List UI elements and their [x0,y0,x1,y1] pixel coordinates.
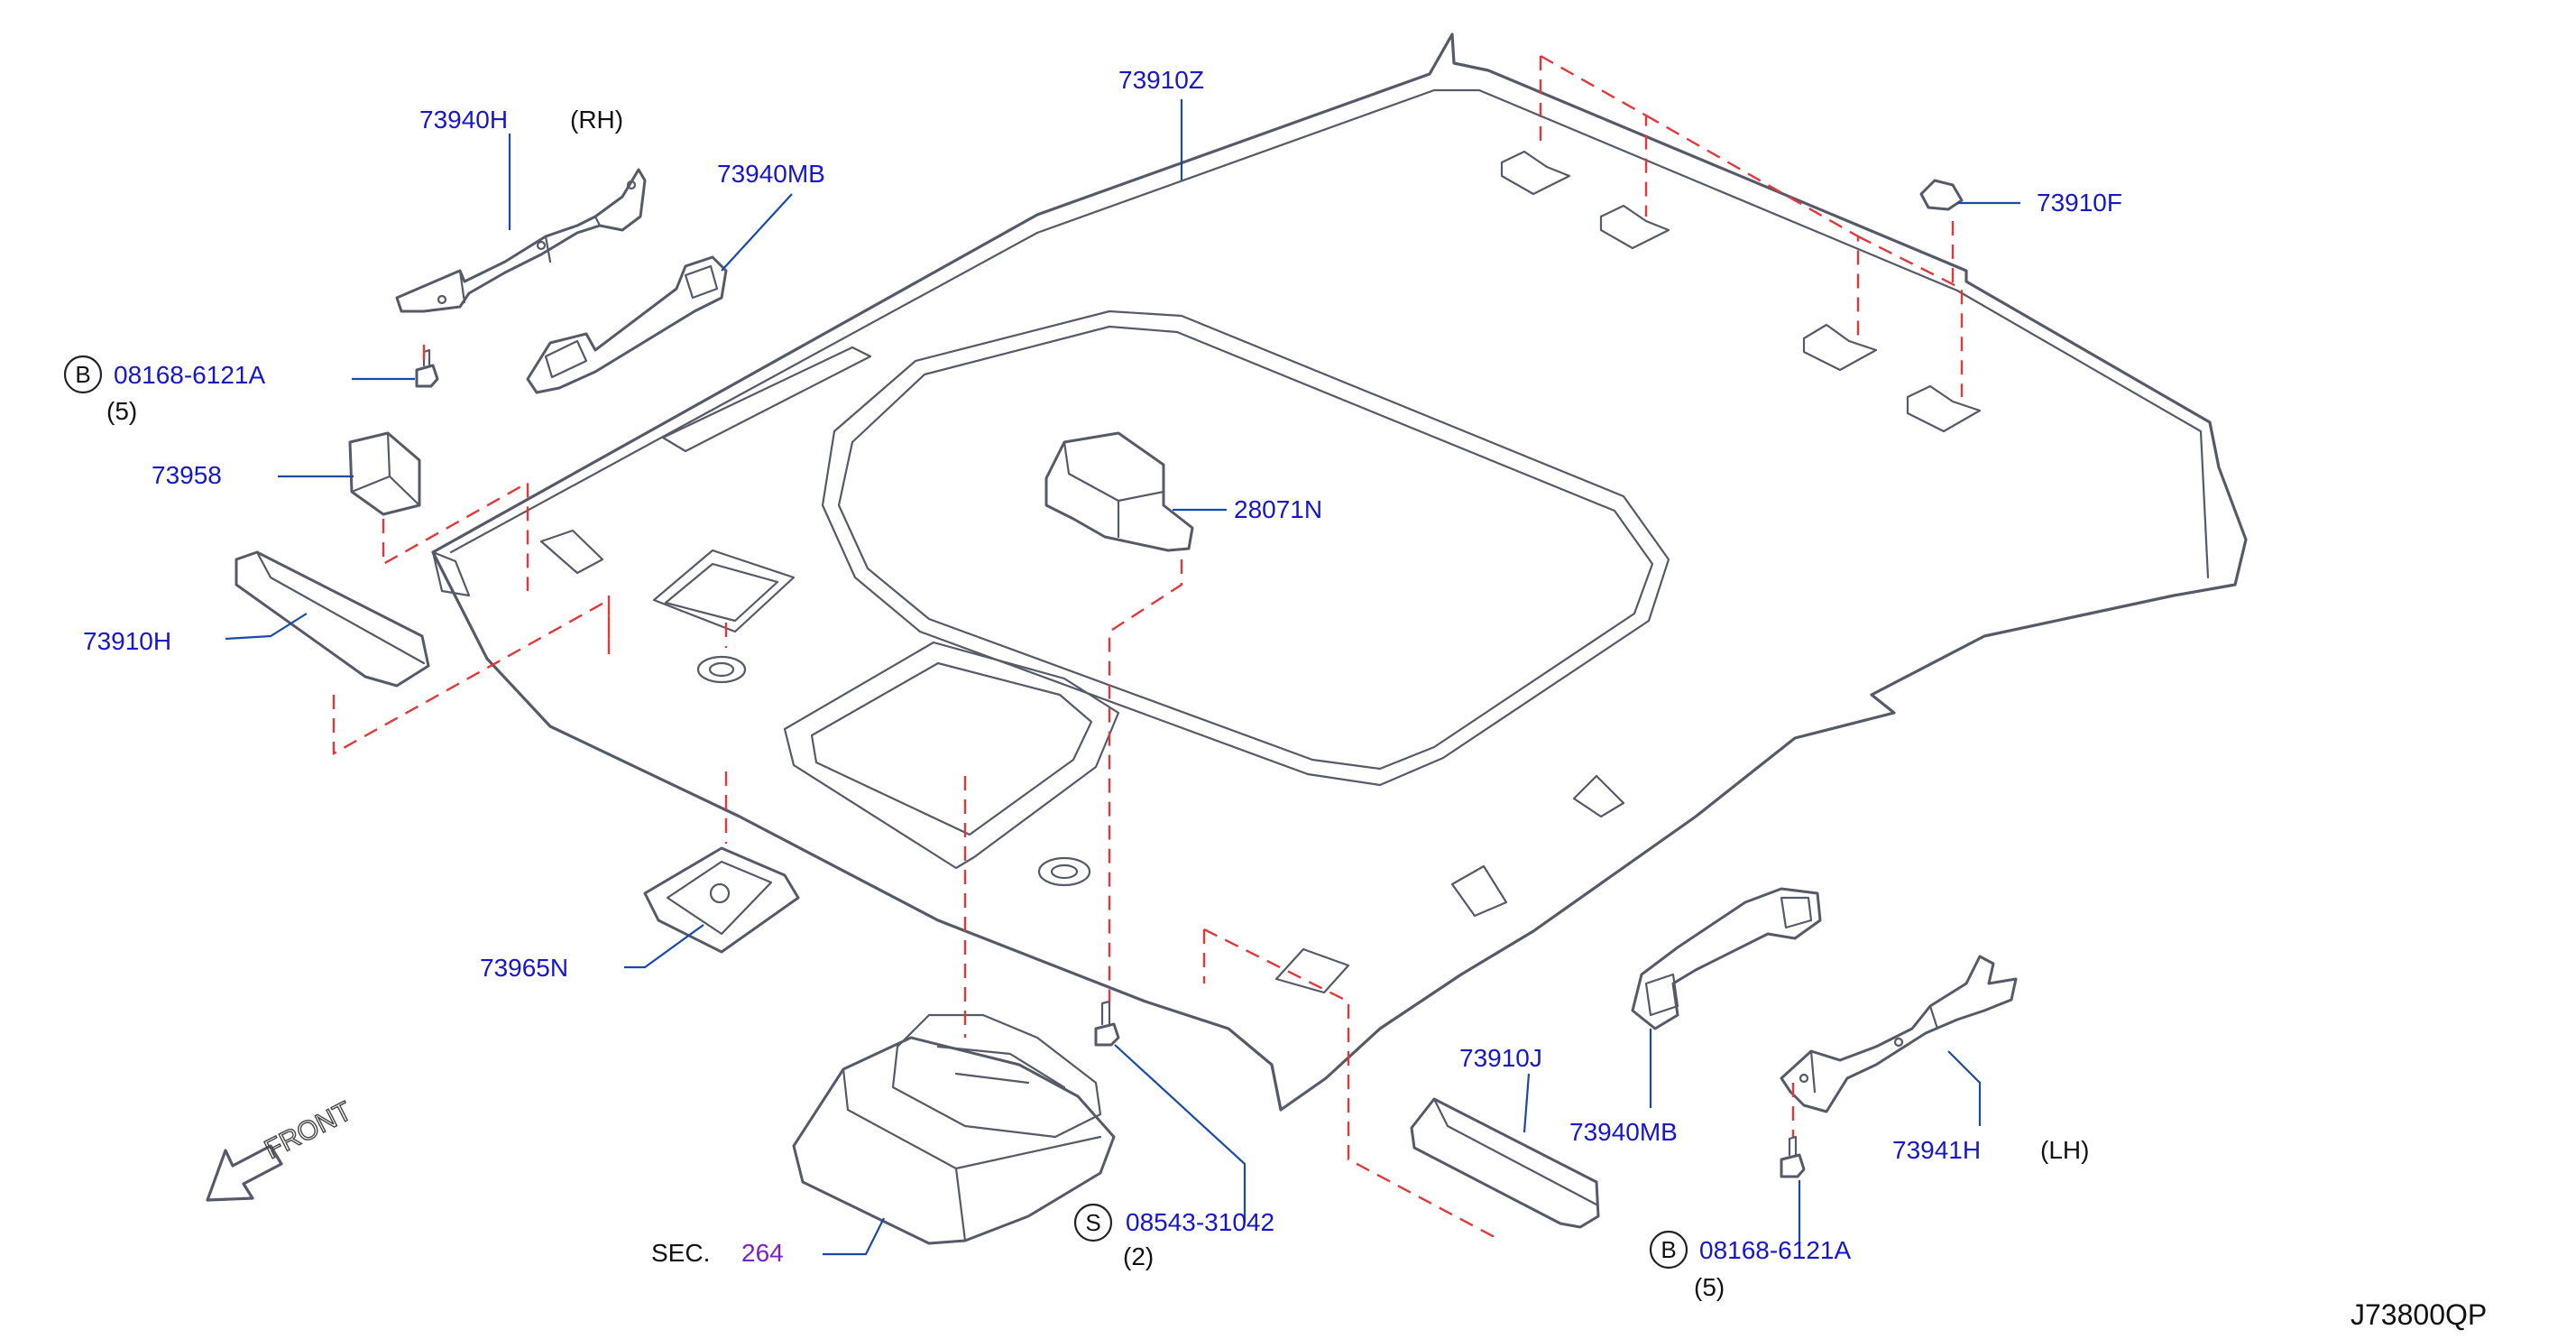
symbol-b-rh: B [75,361,90,388]
assembly-lines [332,54,1964,1245]
symbol-s: S [1085,1209,1100,1236]
label-cover: 73965N [480,954,568,982]
label-handle-bracket-lh: 73941H [1892,1136,1981,1164]
label-clip: 73910F [2037,189,2122,217]
label-pad-lh: 73910J [1459,1044,1542,1072]
label-bolt-lh: 08168-6121A [1699,1236,1851,1264]
label-spacer: 73958 [152,461,222,489]
bolt-rh-callout: B 08168-6121A (5) [63,355,265,425]
spacer [348,431,421,516]
sensor [1044,431,1194,552]
pad-rh [235,550,430,688]
screw-callout: S 08543-31042 (2) [1073,1203,1274,1270]
label-assist-grip-lh: 73940MB [1569,1118,1678,1146]
front-arrow: FRONT [206,1095,357,1202]
bolt-lh-callout: B 08168-6121A (5) [1649,1230,1851,1301]
cover [643,846,800,954]
handle-bracket-rh [395,168,647,313]
diagram-code: J73800QP [2351,1298,2487,1331]
label-assist-grip-rh: 73940MB [717,160,825,188]
overhead-console [792,1013,1116,1245]
label-bolt-rh-qty: (5) [106,397,137,425]
pad-lh [1410,1097,1600,1229]
label-rh: (RH) [570,106,623,134]
assist-grip-lh [1631,887,1822,1030]
front-label: FRONT [260,1096,356,1165]
label-screw: 08543-31042 [1126,1208,1274,1236]
symbol-b-circle-lh [1649,1230,1688,1270]
handle-bracket-lh [1780,955,2018,1113]
label-screw-qty: (2) [1123,1242,1154,1270]
screw [1094,1000,1120,1047]
label-sensor: 28071N [1234,495,1322,523]
label-bolt-lh-qty: (5) [1694,1273,1725,1301]
label-sec-number[interactable]: 264 [741,1239,784,1267]
symbol-b-circle-rh [63,355,103,394]
symbol-s-circle [1073,1203,1113,1242]
label-bolt-rh: 08168-6121A [114,361,265,389]
leader-lines [225,99,2020,1256]
clip [1919,179,1964,211]
bolt-rh [415,348,439,388]
label-handle-bracket-rh: 73940H [419,106,508,134]
label-headlining: 73910Z [1118,66,1204,94]
label-sec-prefix: SEC. [651,1239,710,1267]
bolt-lh [1780,1135,1806,1178]
symbol-b-lh: B [1661,1236,1676,1263]
label-pad-rh: 73910H [83,627,171,655]
headlining-panel [431,32,2248,1112]
label-lh: (LH) [2040,1136,2089,1164]
assist-grip-rh [526,255,728,394]
